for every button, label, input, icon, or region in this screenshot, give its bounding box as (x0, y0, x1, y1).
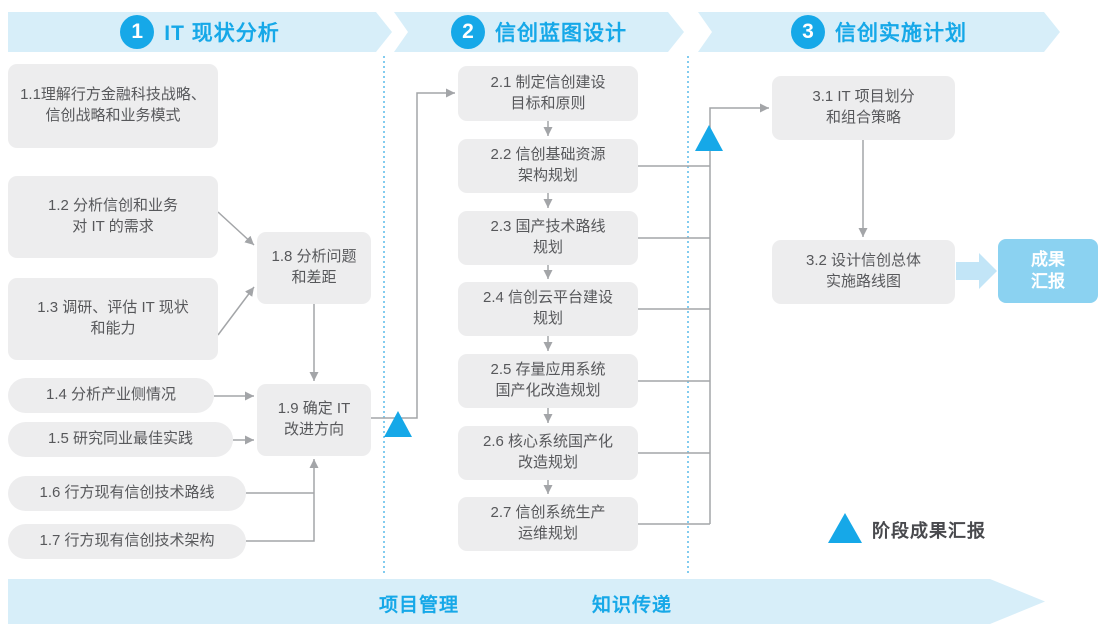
phase-number-3-badge: 3 (791, 15, 825, 49)
connector-1-9-to-2-1 (371, 88, 455, 419)
box-2-5: 2.5 存量应用系统 国产化改造规划 (458, 354, 638, 408)
footer-label-project-management: 项目管理 (379, 595, 460, 616)
box-1-8: 1.8 分析问题 和差距 (257, 232, 371, 304)
phase-banner-2: 2 信创蓝图设计 (394, 12, 684, 52)
box-2-1: 2.1 制定信创建设 目标和原则 (458, 66, 638, 121)
box-2-3: 2.3 国产技术路线 规划 (458, 211, 638, 265)
box-1-3: 1.3 调研、评估 IT 现状 和能力 (8, 278, 218, 360)
box-1-1: 1.1理解行方金融科技战略、 信创战略和业务模式 (8, 64, 218, 148)
box-1-2: 1.2 分析信创和业务 对 IT 的需求 (8, 176, 218, 258)
connector-1-2-to-1-8 (217, 211, 255, 246)
phase-banner-3: 3 信创实施计划 (698, 12, 1060, 52)
box-1-9: 1.9 确定 IT 改进方向 (257, 384, 371, 456)
box-2-4: 2.4 信创云平台建设 规划 (458, 282, 638, 336)
box-2-2: 2.2 信创基础资源 架构规划 (458, 139, 638, 193)
box-1-4: 1.4 分析产业侧情况 (8, 378, 214, 413)
box-1-7: 1.7 行方现有信创技术架构 (8, 524, 246, 559)
box-3-2: 3.2 设计信创总体 实施路线图 (772, 240, 955, 304)
connector-1-3-to-1-8 (217, 286, 255, 336)
box-1-6: 1.6 行方现有信创技术路线 (8, 476, 246, 511)
box-2-7: 2.7 信创系统生产 运维规划 (458, 497, 638, 551)
milestone-triangle-phase2-icon (695, 125, 723, 151)
connector-bus-to-3-1 (709, 103, 769, 524)
footer-label-knowledge-transfer: 知识传递 (592, 595, 673, 616)
phase-title-3: 信创实施计划 (835, 22, 967, 45)
legend-label: 阶段成果汇报 (872, 521, 986, 541)
box-1-5: 1.5 研究同业最佳实践 (8, 422, 233, 457)
box-result-report: 成果 汇报 (998, 239, 1098, 303)
legend-triangle-icon (828, 513, 862, 543)
box-2-6: 2.6 核心系统国产化 改造规划 (458, 426, 638, 480)
box-3-1: 3.1 IT 项目划分 和组合策略 (772, 76, 955, 140)
phase-banner-1: 1 IT 现状分析 (8, 12, 392, 52)
phase-number-1-badge: 1 (120, 15, 154, 49)
footer-banner (8, 579, 1045, 624)
connector-1-7-to-1-9 (246, 459, 319, 542)
result-arrow-icon (956, 253, 997, 289)
phase-title-2: 信创蓝图设计 (495, 22, 627, 45)
phase-title-1: IT 现状分析 (164, 22, 280, 45)
milestone-triangle-phase1-icon (384, 411, 412, 437)
phase-number-2-badge: 2 (451, 15, 485, 49)
